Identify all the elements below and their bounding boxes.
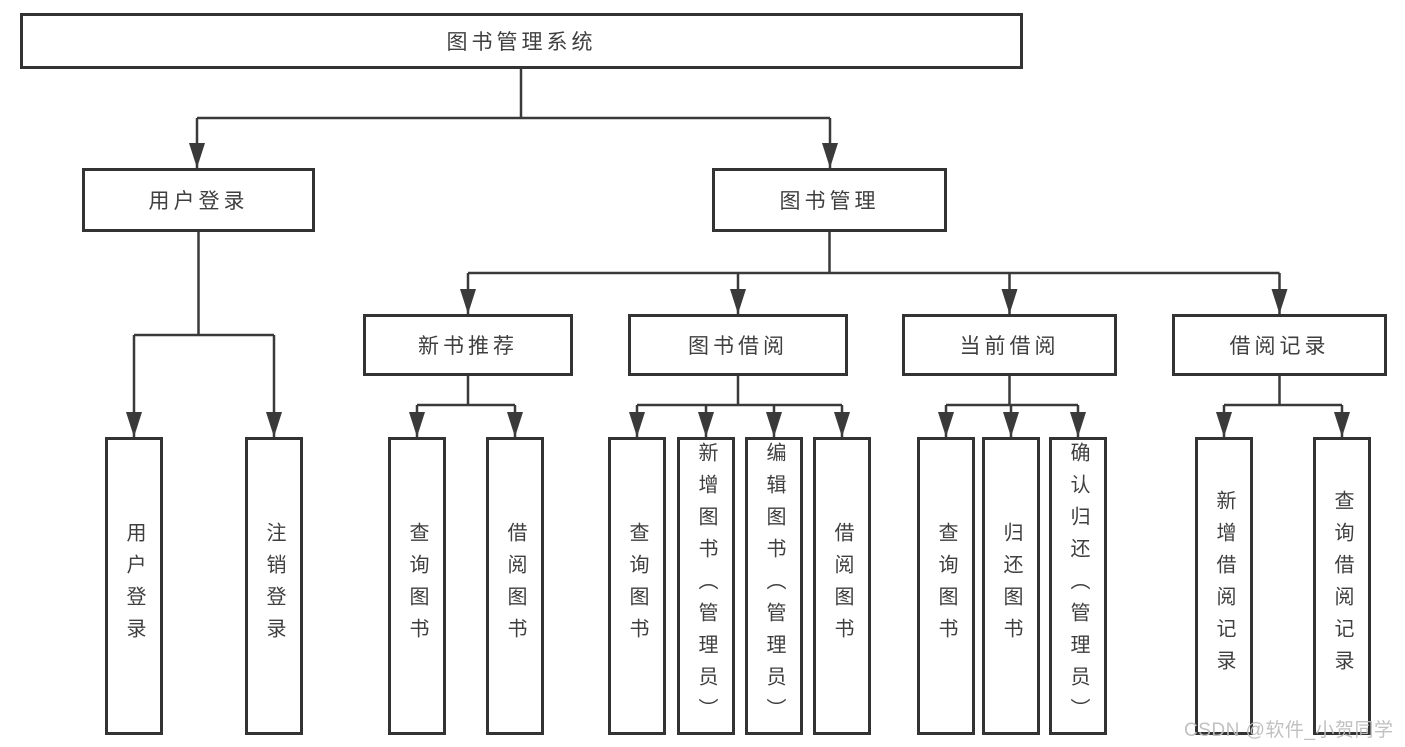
leaf-recommend-borrow-books-label: 借阅图书	[504, 522, 526, 650]
leaf-return-book-label: 归还图书	[1000, 522, 1022, 650]
leaf-query-borrow-record: 查询借阅记录	[1313, 437, 1371, 735]
leaf-current-query-books: 查询图书	[917, 437, 975, 735]
leaf-confirm-return-admin-label: 确认归还（管理员）	[1067, 442, 1089, 730]
leaf-borrow-query-books: 查询图书	[608, 437, 666, 735]
node-new-book-recommend-label: 新书推荐	[418, 335, 518, 358]
node-new-book-recommend: 新书推荐	[363, 314, 573, 376]
node-book-borrowing: 图书借阅	[628, 314, 848, 376]
node-root-label: 图书管理系统	[446, 31, 597, 54]
leaf-recommend-query-books-label: 查询图书	[406, 522, 428, 650]
leaf-borrow-books-label: 借阅图书	[831, 522, 853, 650]
node-user-login: 用户登录	[82, 168, 315, 232]
node-user-login-label: 用户登录	[148, 190, 249, 213]
leaf-recommend-query-books: 查询图书	[388, 437, 446, 735]
node-current-borrowing: 当前借阅	[902, 314, 1117, 376]
node-book-management: 图书管理	[712, 168, 947, 232]
leaf-add-borrow-record: 新增借阅记录	[1195, 437, 1253, 735]
leaf-add-borrow-record-label: 新增借阅记录	[1213, 490, 1235, 682]
leaf-add-book-admin: 新增图书（管理员）	[677, 437, 735, 735]
leaf-add-book-admin-label: 新增图书（管理员）	[695, 442, 717, 730]
arrowheads	[126, 143, 1350, 437]
node-book-management-label: 图书管理	[779, 190, 880, 213]
leaf-recommend-borrow-books: 借阅图书	[486, 437, 544, 735]
leaf-return-book: 归还图书	[982, 437, 1040, 735]
leaf-logout-label: 注销登录	[263, 522, 285, 650]
leaf-edit-book-admin-label: 编辑图书（管理员）	[763, 442, 785, 730]
leaf-confirm-return-admin: 确认归还（管理员）	[1049, 437, 1107, 735]
leaf-query-borrow-record-label: 查询借阅记录	[1331, 490, 1353, 682]
leaf-logout: 注销登录	[245, 437, 303, 735]
leaf-current-query-books-label: 查询图书	[935, 522, 957, 650]
tree-edges	[132, 69, 1344, 437]
node-borrow-records-label: 借阅记录	[1229, 335, 1330, 358]
leaf-edit-book-admin: 编辑图书（管理员）	[745, 437, 803, 735]
leaf-user-login: 用户登录	[105, 437, 163, 735]
node-book-borrowing-label: 图书借阅	[688, 335, 788, 358]
node-root-system: 图书管理系统	[20, 13, 1023, 69]
leaf-borrow-books: 借阅图书	[813, 437, 871, 735]
node-current-borrowing-label: 当前借阅	[959, 335, 1060, 358]
leaf-borrow-query-books-label: 查询图书	[626, 522, 648, 650]
node-borrow-records: 借阅记录	[1172, 314, 1387, 376]
csdn-watermark: CSDN @软件_小贺同学	[1184, 720, 1394, 741]
leaf-user-login-label: 用户登录	[123, 522, 145, 650]
